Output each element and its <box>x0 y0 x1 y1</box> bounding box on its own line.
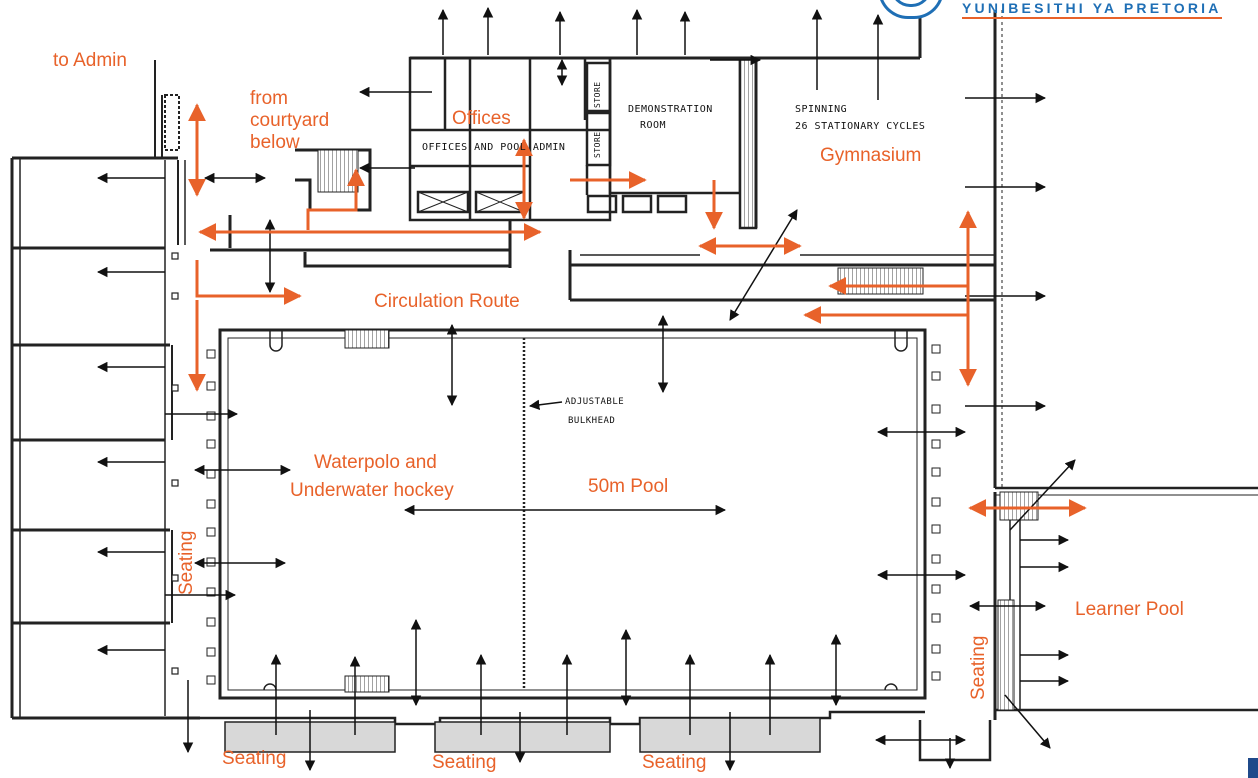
black-arrows <box>96 6 1076 772</box>
label-50m-pool: 50m Pool <box>588 476 669 497</box>
orange-arrows <box>188 103 1087 517</box>
pool-50m <box>218 328 927 700</box>
label-store-1: STORE <box>593 81 602 108</box>
label-demonstration: DEMONSTRATION <box>628 104 713 115</box>
label-learner-pool: Learner Pool <box>1075 599 1184 620</box>
label-circulation-route: Circulation Route <box>374 291 520 312</box>
label-seating-bottom-1: Seating <box>222 748 287 769</box>
offices-block <box>408 56 612 222</box>
label-courtyard: courtyard <box>250 110 330 131</box>
label-to-admin: to Admin <box>53 50 127 71</box>
label-seating-left: Seating <box>176 530 197 595</box>
corner-marker <box>1248 758 1258 778</box>
label-gymnasium: Gymnasium <box>820 145 922 166</box>
label-waterpolo: Waterpolo and <box>314 452 437 473</box>
label-adjustable: ADJUSTABLE <box>565 397 625 407</box>
stair-courtyard <box>295 148 372 212</box>
bottom-seating <box>200 710 992 762</box>
label-spinning: SPINNING <box>795 104 848 115</box>
label-offices: Offices <box>452 108 511 129</box>
label-bulkhead: BULKHEAD <box>568 416 616 426</box>
label-seating-bottom-2: Seating <box>432 752 497 773</box>
demo-room <box>585 56 758 230</box>
label-room: ROOM <box>640 120 667 131</box>
label-seating-bottom-3: Seating <box>642 752 707 773</box>
label-from: from <box>250 88 288 109</box>
label-offices-admin: OFFICES AND POOL ADMIN <box>422 142 566 153</box>
university-name: YUNIBESITHI YA PRETORIA <box>962 0 1222 19</box>
label-below: below <box>250 132 300 153</box>
label-underwater-hockey: Underwater hockey <box>290 480 454 501</box>
label-store-2: STORE <box>593 131 602 158</box>
column-markers <box>171 252 179 675</box>
label-stationary-cycles: 26 STATIONARY CYCLES <box>795 121 926 132</box>
label-seating-right: Seating <box>968 635 989 700</box>
left-rooms <box>10 156 200 720</box>
